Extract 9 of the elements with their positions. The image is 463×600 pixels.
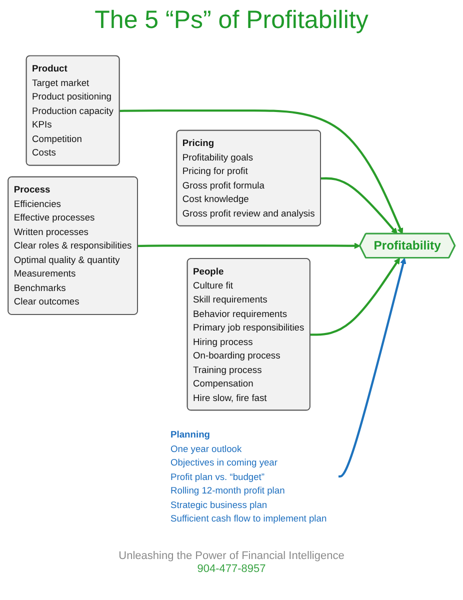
arrow xyxy=(138,242,360,248)
arrow xyxy=(310,257,400,336)
tagline-text: Unleashing the Power of Financial Intelligence xyxy=(118,550,344,562)
node-text: Planning One year outlook Objectives in coming year Profit plan vs. “budget” Rolling 12-month profit plan Strategic business plan Sufficient cash flow to implement plan xyxy=(170,428,327,524)
title: The 5 “Ps” of Profitability xyxy=(94,6,368,35)
phone-number: 904-477-8957 xyxy=(197,563,266,575)
arrow xyxy=(338,257,406,478)
arrow xyxy=(120,108,404,234)
arrow xyxy=(320,176,398,234)
